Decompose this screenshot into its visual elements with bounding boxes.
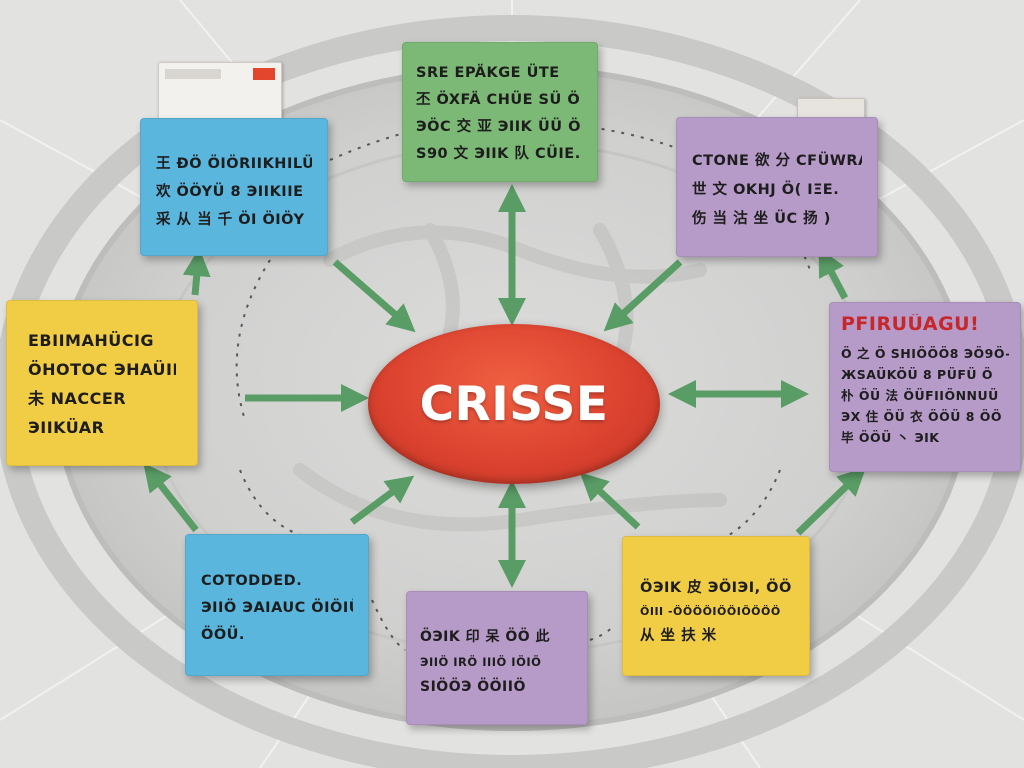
node-right-purple-line-2: ЖSAÜKÖÜ 8 PÜFÜ Ö (841, 367, 994, 382)
node-bottom-left-blue-line-1: COTODDED. (201, 573, 303, 589)
node-top-green-line-1: SRE EPÄKGE ÜTE (416, 65, 560, 81)
node-left-yellow-line-3: 未 NACCER (28, 389, 127, 408)
folder-tab-stripe (165, 69, 221, 79)
folder-tab-marker (253, 68, 275, 80)
node-bottom-right-yellow-line-1: ÖЭIK 皮 ЭÖIЭI, ÖÖ (640, 580, 792, 596)
node-right-purple-title: PFIRUÜAGU! (841, 314, 980, 335)
node-top-left-blue-line-3: 采 从 当 千 ÖI ÖIÖY (156, 212, 305, 228)
center-hub-label: CRISSE (419, 376, 609, 432)
node-top-right-purple-line-1: CTONE 欲 分 CFÜWRA (692, 153, 862, 169)
node-bottom-purple-line-2: ЭIIÖ IRÖ IIIÖ IÖIÖ (420, 655, 542, 669)
node-bottom-purple-line-1: ÖЭIK 印 呆 ÖÖ 此 (420, 629, 551, 645)
node-bottom-right-yellow[interactable]: ÖЭIK 皮 ЭÖIЭI, ÖÖ ÖIII -ÖÖÖÖIÖÖIÖÖÖÖ 从 坐 … (622, 536, 810, 676)
node-bottom-left-blue-line-3: ÖÖÜ. (201, 627, 245, 643)
node-bottom-purple-line-3: SIÖÖЭ ÖÖIIÖ (420, 679, 526, 695)
node-top-green[interactable]: SRE EPÄKGE ÜTE 丕 ÖXFÄ CHÜE SÜ Ö ЭÖC 交 亚 … (402, 42, 598, 182)
node-top-right-purple-line-3: 伤 当 沽 坐 ÜC 扬 ) (692, 211, 831, 227)
node-left-yellow-line-4: ЭIIKÜAR (28, 418, 105, 437)
node-right-purple-line-1: Ö 之 Ö SHIÖÖÖ8 ЭÖ9Ö- (841, 346, 1009, 361)
node-bottom-right-yellow-line-3: 从 坐 扶 米 (640, 628, 717, 644)
node-bottom-purple[interactable]: ÖЭIK 印 呆 ÖÖ 此 ЭIIÖ IRÖ IIIÖ IÖIÖ SIÖÖЭ Ö… (406, 591, 588, 725)
node-right-purple[interactable]: PFIRUÜAGU! Ö 之 Ö SHIÖÖÖ8 ЭÖ9Ö- ЖSAÜKÖÜ 8… (829, 302, 1021, 472)
folder-tab-top-left (158, 62, 282, 124)
node-top-left-blue-line-2: 欢 ÖÖYÜ 8 ЭIIKIIE (156, 184, 304, 200)
node-right-purple-line-5: 毕 ÖÖÜ 丶 ЭIK (841, 430, 940, 445)
node-top-left-blue[interactable]: 王 ÐÖ ÖIÖRIIKHILÜE 欢 ÖÖYÜ 8 ЭIIKIIE 采 从 当… (140, 118, 328, 256)
node-bottom-left-blue-line-2: ЭIIÖ ЭAIAUC ÖIÖIÜ (201, 600, 353, 616)
node-left-yellow-line-1: EBIIMAHÜCIG (28, 331, 155, 350)
center-hub[interactable]: CRISSE (368, 324, 660, 484)
node-bottom-left-blue[interactable]: COTODDED. ЭIIÖ ЭAIAUC ÖIÖIÜ ÖÖÜ. (185, 534, 369, 676)
node-left-yellow[interactable]: EBIIMAHÜCIG ÖHOTOC ЭHAÜIE 未 NACCER ЭIIKÜ… (6, 300, 198, 466)
node-top-right-purple[interactable]: CTONE 欲 分 CFÜWRA 世 文 OKHJ Ö( ΙΞΕ. 伤 当 沽 … (676, 117, 878, 257)
node-top-green-line-4: S90 文 ЭIIK 队 CÜIE. (416, 146, 581, 162)
node-top-green-line-2: 丕 ÖXFÄ CHÜE SÜ Ö (416, 92, 581, 108)
node-bottom-right-yellow-line-2: ÖIII -ÖÖÖÖIÖÖIÖÖÖÖ (640, 605, 781, 618)
node-right-purple-line-3: 朴 ÖÜ 法 ÖÜFIIÖNNUÜ (841, 388, 999, 403)
node-top-left-blue-line-1: 王 ÐÖ ÖIÖRIIKHILÜE (156, 156, 312, 172)
node-top-green-line-3: ЭÖC 交 亚 ЭIIK ÜÜ Ö (416, 119, 581, 135)
node-top-right-purple-line-2: 世 文 OKHJ Ö( ΙΞΕ. (692, 182, 840, 198)
node-left-yellow-line-2: ÖHOTOC ЭHAÜIE (28, 360, 176, 379)
node-right-purple-line-4: ЭX 住 ÖÜ 衣 ÖÖÜ 8 ÖÖ (841, 409, 1003, 424)
